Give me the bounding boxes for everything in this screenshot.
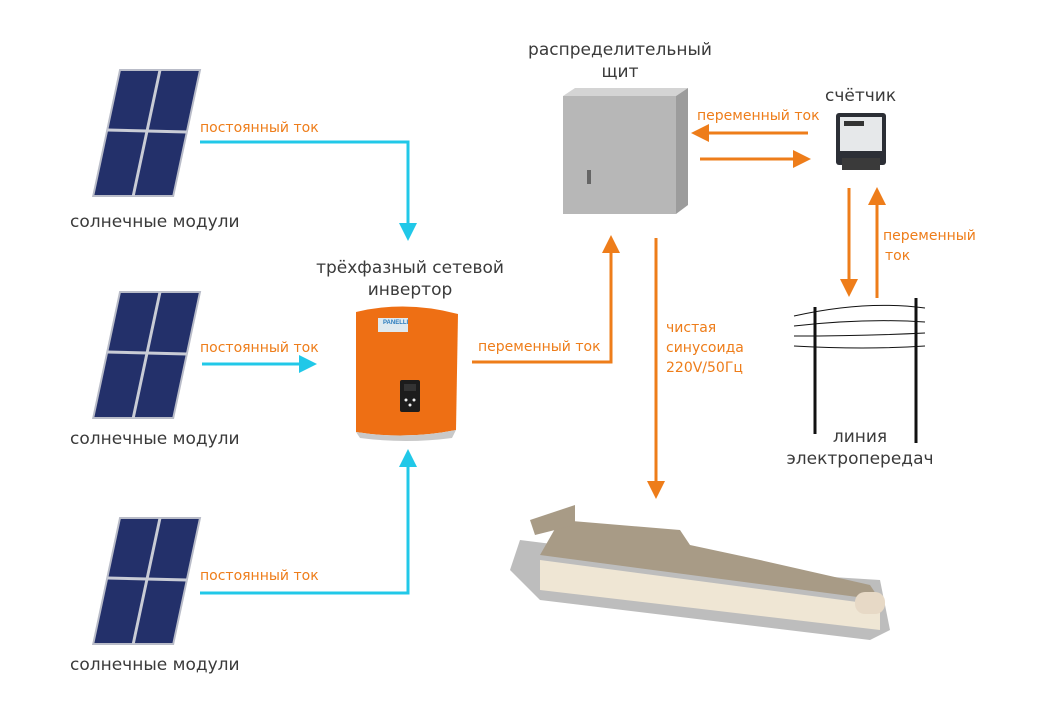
- solar-module-label: солнечные модули: [70, 429, 240, 449]
- power-line-title-line2: электропередач: [786, 449, 934, 469]
- dc-line-bottom: [200, 449, 417, 595]
- inverter-title-line1: трёхфазный сетевой: [316, 258, 504, 278]
- electric-meter-icon: [836, 113, 886, 170]
- distribution-board-title-line1: распределительный: [528, 40, 712, 60]
- inverter-icon: [356, 306, 458, 441]
- ac-flow-label-grid-line1: переменный: [883, 228, 976, 244]
- solar-panel-icon: [92, 517, 202, 645]
- inverter-title-line2: инвертор: [367, 280, 453, 300]
- ac-flow-label-grid-line2: ток: [885, 248, 911, 264]
- solar-module-label: солнечные модули: [70, 655, 240, 675]
- output-spec-line3: 220V/50Гц: [666, 360, 743, 376]
- distribution-board-title-line2: щит: [601, 62, 639, 82]
- distribution-board-icon: [563, 88, 688, 214]
- dc-flow-label: постоянный ток: [200, 340, 319, 356]
- power-line-icon: [793, 298, 926, 443]
- meter-title: счётчик: [825, 86, 897, 106]
- dc-flow-label: постоянный ток: [200, 568, 319, 584]
- ac-line-inverter-to-board: [472, 235, 620, 364]
- inverter-brand-logo: PANELLI: [383, 320, 409, 326]
- power-line-title-line1: линия: [832, 427, 888, 447]
- ac-flow-label-inverter: переменный ток: [478, 339, 601, 355]
- solar-panel-icon: [92, 69, 202, 197]
- output-spec-line2: синусоида: [666, 340, 744, 356]
- solar-module-label: солнечные модули: [70, 212, 240, 232]
- dc-line-top: [200, 140, 417, 241]
- solar-panel-icon: [92, 291, 202, 419]
- output-spec-line1: чистая: [666, 320, 717, 336]
- dc-flow-label: постоянный ток: [200, 120, 319, 136]
- building-icon: [510, 505, 890, 640]
- ac-flow-label-meter: переменный ток: [697, 108, 820, 124]
